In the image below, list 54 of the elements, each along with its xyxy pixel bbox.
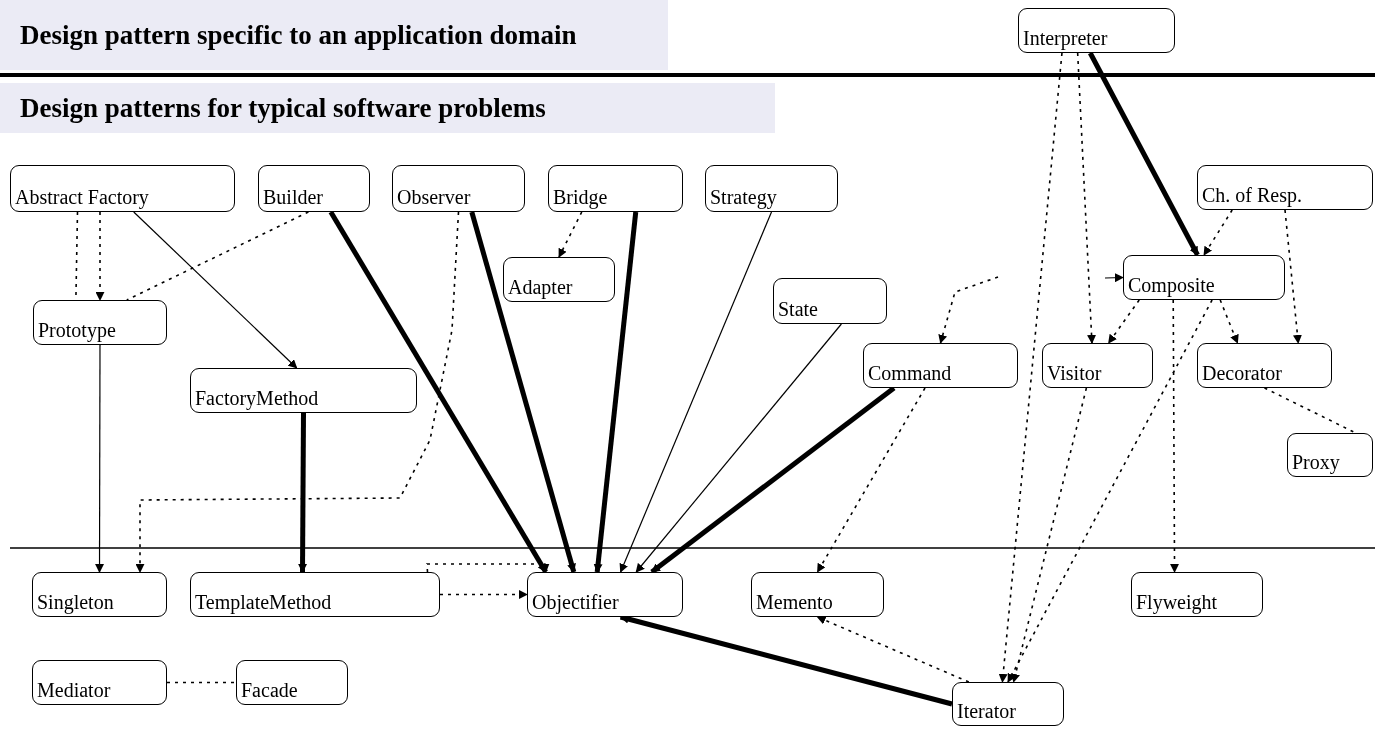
arrow xyxy=(426,563,550,573)
pattern-box: Singleton xyxy=(32,572,167,617)
arrow xyxy=(1076,52,1097,344)
arrow xyxy=(1203,209,1233,256)
pattern-box: Builder xyxy=(258,165,370,212)
pattern-box: Facade xyxy=(236,660,348,705)
pattern-box: Composite xyxy=(1123,255,1285,300)
pattern-box: Memento xyxy=(751,572,884,617)
section-heading: Design pattern specific to an application domain xyxy=(0,0,668,70)
pattern-box: Interpreter xyxy=(1018,8,1175,53)
arrow xyxy=(635,323,842,573)
arrow xyxy=(1219,299,1239,344)
arrow xyxy=(1007,299,1213,683)
arrow xyxy=(135,211,460,573)
arrow xyxy=(328,210,548,574)
pattern-box: Prototype xyxy=(33,300,167,345)
arrow xyxy=(558,211,583,258)
pattern-box: Proxy xyxy=(1287,433,1373,477)
arrow xyxy=(133,211,298,369)
arrow xyxy=(1284,209,1302,344)
pattern-box: FactoryMethod xyxy=(190,368,417,413)
pattern-box: State xyxy=(773,278,887,324)
pattern-box: Mediator xyxy=(32,660,167,705)
pattern-box: Ch. of Resp. xyxy=(1197,165,1373,210)
arrow xyxy=(1170,299,1179,573)
pattern-box: Decorator xyxy=(1197,343,1332,388)
pattern-box: Observer xyxy=(392,165,525,212)
arrow xyxy=(1104,273,1124,283)
pattern-box: Visitor xyxy=(1042,343,1153,388)
arrow xyxy=(1107,299,1140,344)
arrow xyxy=(469,211,577,573)
pattern-box: Bridge xyxy=(548,165,683,212)
arrow xyxy=(95,211,105,301)
pattern-box: TemplateMethod xyxy=(190,572,440,617)
section-heading: Design patterns for typical software problems xyxy=(0,83,775,133)
pattern-box: Flyweight xyxy=(1131,572,1263,617)
arrow xyxy=(816,616,970,683)
arrow xyxy=(1011,387,1088,683)
pattern-box: Adapter xyxy=(503,257,615,302)
arrow xyxy=(998,52,1063,683)
arrow xyxy=(593,211,639,573)
arrow xyxy=(298,413,308,573)
arrow xyxy=(816,387,926,573)
pattern-box: Command xyxy=(863,343,1018,388)
pattern-box: Objectifier xyxy=(527,572,683,617)
pattern-box: Iterator xyxy=(952,682,1064,726)
arrow xyxy=(95,344,104,573)
arrow xyxy=(439,590,528,599)
pattern-box: Strategy xyxy=(705,165,838,212)
arrow xyxy=(650,386,896,574)
arrow xyxy=(1088,51,1200,257)
pattern-box: Abstract Factory xyxy=(10,165,235,212)
arrow xyxy=(619,211,773,573)
arrow xyxy=(938,276,999,344)
